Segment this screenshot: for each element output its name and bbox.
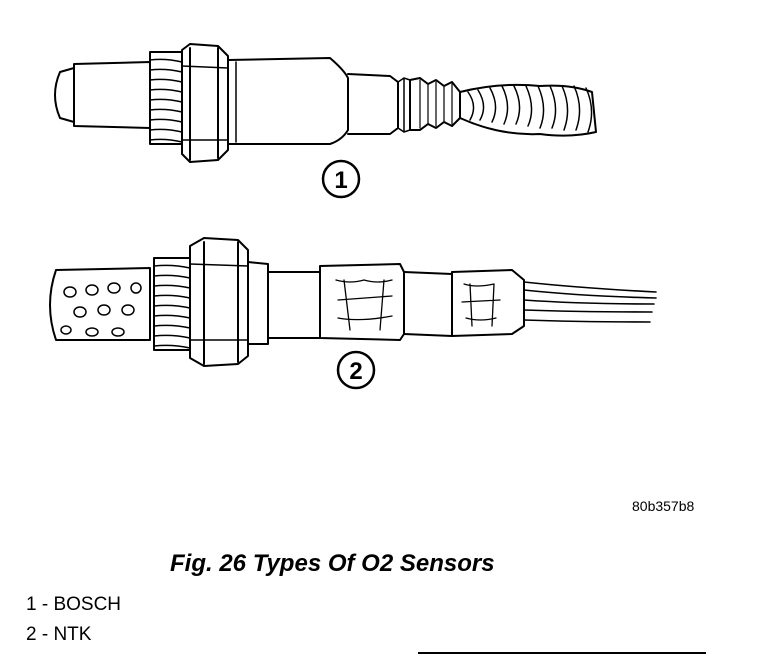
sensor2-band-1 xyxy=(319,263,405,341)
ntk-sensor xyxy=(49,237,657,367)
figure-caption: Fig. 26 Types Of O2 Sensors xyxy=(170,550,495,577)
callout-2-circle xyxy=(336,350,376,390)
sensor1-collar xyxy=(347,73,399,135)
sensor2-band-2 xyxy=(451,269,525,337)
bottom-rule xyxy=(418,652,706,654)
callout-1-circle xyxy=(321,159,361,199)
callout-1-label: 1 xyxy=(334,167,347,194)
sensor2-threads xyxy=(153,257,191,351)
bosch-sensor xyxy=(54,43,597,163)
sensor2-hex-nut xyxy=(189,237,249,367)
sensor1-braided-cable xyxy=(459,83,597,137)
sensor1-probe xyxy=(73,61,151,129)
sensor1-tip xyxy=(54,67,75,123)
legend-item-ntk: 2 - NTK xyxy=(26,624,92,645)
sensor1-threads xyxy=(149,51,183,145)
legend-item-bosch: 1 - BOSCH xyxy=(26,594,122,615)
sensor1-body xyxy=(227,57,349,145)
sensor2-shield-holes xyxy=(60,282,142,337)
sensor2-shield xyxy=(49,267,151,341)
sensor2-wires xyxy=(523,281,657,323)
callout-2-label: 2 xyxy=(349,358,362,385)
sensor1-hex-nut xyxy=(181,43,229,163)
figure-code: 80b357b8 xyxy=(632,498,695,514)
sensor2-body xyxy=(247,261,269,345)
